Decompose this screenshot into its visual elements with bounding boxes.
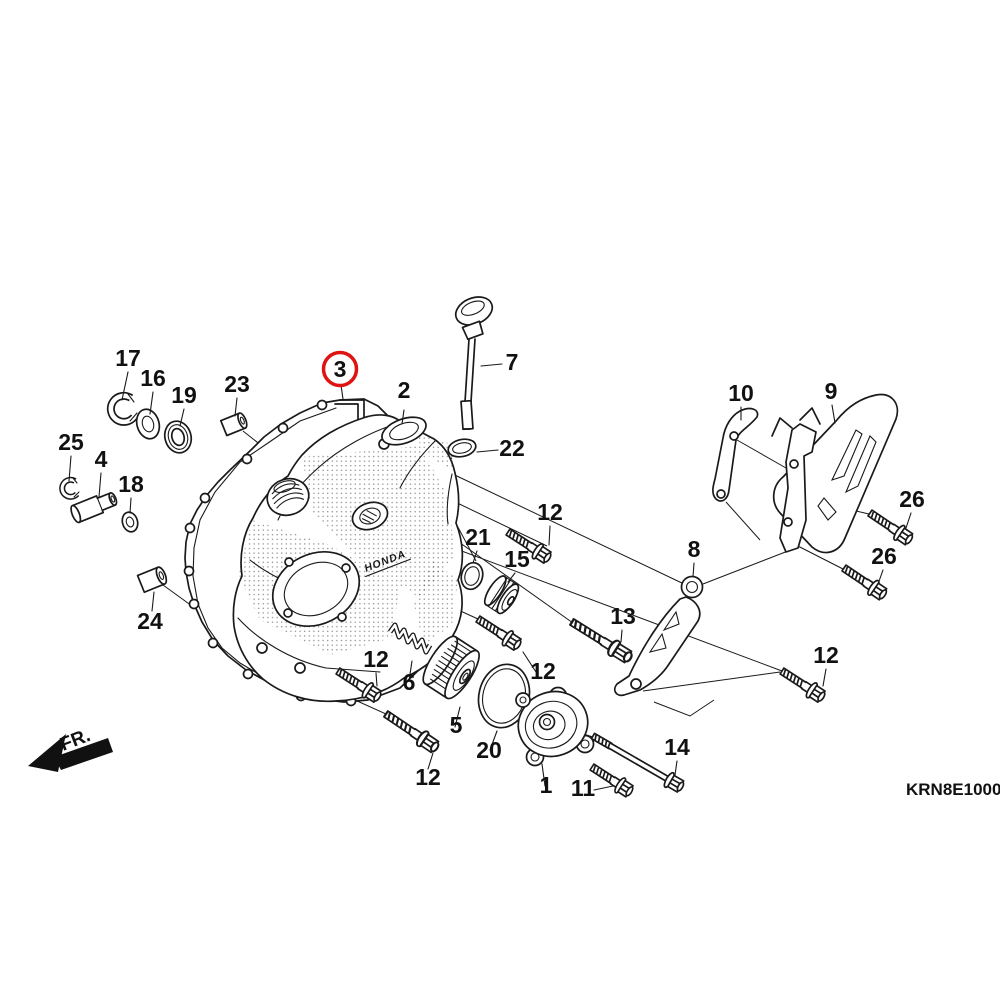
cover-opening — [271, 551, 361, 627]
callout-17: 17 — [115, 345, 141, 371]
callout-3-highlighted: 3 — [334, 356, 347, 382]
part-21-o-ring — [460, 561, 484, 591]
diagram-code: KRN8E1000 — [906, 780, 1000, 799]
part-16-washer — [135, 408, 161, 440]
callout-24: 24 — [137, 608, 163, 634]
callout-12-a: 12 — [537, 499, 563, 525]
callout-26-a: 26 — [899, 486, 925, 512]
part-10-guard-gasket — [712, 407, 759, 502]
callout-18: 18 — [118, 471, 144, 497]
callout-22: 22 — [499, 435, 525, 461]
highlight-circle — [321, 350, 359, 388]
fasteners — [332, 505, 917, 801]
callout-4: 4 — [95, 446, 108, 472]
cover-filler-neck — [266, 477, 310, 517]
callout-23: 23 — [224, 371, 250, 397]
part-19-oil-seal — [163, 420, 193, 454]
part-23-dowel-pin — [219, 412, 248, 437]
callout-15: 15 — [504, 546, 530, 572]
part-8-cable-bracket — [614, 575, 704, 697]
callout-11: 11 — [571, 775, 596, 801]
part-4-joint-pipe — [70, 492, 118, 524]
part-15-filter-plug — [483, 575, 520, 615]
label-leader-lines — [68, 363, 912, 791]
callout-20: 20 — [476, 737, 502, 763]
part-22-o-ring — [447, 438, 477, 458]
part-18-washer — [121, 511, 139, 533]
part-left-crankcase-cover: HONDA — [232, 414, 464, 703]
callout-9: 9 — [825, 378, 838, 404]
part-9-sprocket-guard — [771, 393, 899, 554]
callout-5: 5 — [450, 712, 463, 738]
bolt-26-a — [864, 505, 917, 549]
bolt-12-d — [776, 662, 829, 706]
cover-seal-boss — [351, 501, 389, 531]
part-24-dowel-pin — [136, 566, 168, 594]
bolt-12-c — [472, 610, 525, 654]
bolt-14 — [590, 732, 685, 793]
callout-10: 10 — [728, 380, 754, 406]
callout-7: 7 — [506, 349, 519, 375]
callout-6: 6 — [403, 669, 416, 695]
callout-labels: 17 16 19 23 3 2 7 22 10 9 25 4 18 26 26 … — [58, 345, 925, 801]
callout-21: 21 — [465, 524, 491, 550]
callout-8: 8 — [688, 536, 701, 562]
callout-13: 13 — [610, 603, 636, 629]
part-5-oil-filter — [422, 635, 480, 700]
callout-16: 16 — [140, 365, 166, 391]
part-25-circlip — [59, 476, 80, 500]
callout-2: 2 — [398, 377, 411, 403]
part-17-snap-ring — [106, 391, 138, 426]
callout-1: 1 — [540, 772, 553, 798]
callout-12-e: 12 — [415, 764, 441, 790]
front-direction-arrow: FR. — [28, 725, 113, 772]
part-1-water-pump-cover — [515, 686, 595, 767]
callout-25: 25 — [58, 429, 84, 455]
callout-12-c: 12 — [530, 658, 556, 684]
bolt-12-e — [380, 705, 443, 757]
callout-26-b: 26 — [871, 543, 897, 569]
part-cover-cap — [381, 416, 427, 446]
callout-14: 14 — [664, 734, 690, 760]
part-7-oil-dipstick — [454, 296, 494, 431]
callout-19: 19 — [171, 382, 197, 408]
callout-12-d: 12 — [813, 642, 839, 668]
callout-12-b: 12 — [363, 646, 389, 672]
part-6-spring — [387, 622, 433, 655]
